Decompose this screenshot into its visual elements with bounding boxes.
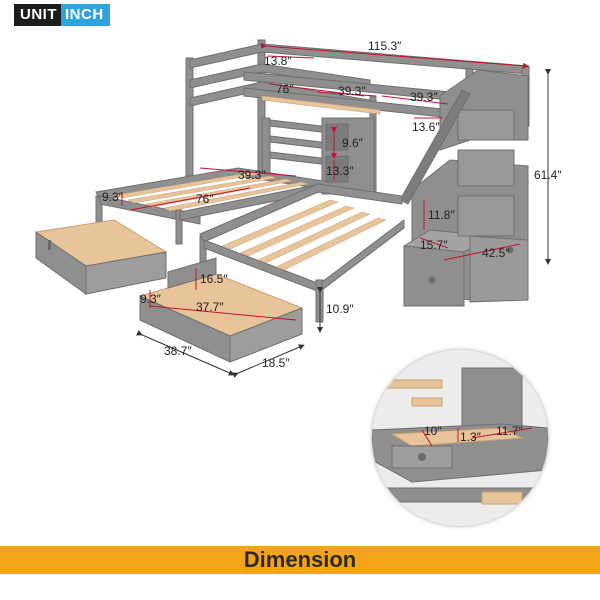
banner-title: Dimension <box>243 547 357 572</box>
drawer-left <box>34 219 168 295</box>
dim-top-rail-width: 13.8″ <box>264 54 292 68</box>
dim-overall-height: 61.4″ <box>534 168 562 182</box>
upper-slats <box>261 95 381 115</box>
dim-drawer-height: 9.3″ <box>140 292 161 306</box>
dim-top-mattress-length: 76″ <box>276 82 294 96</box>
dim-drawer-width: 18.5″ <box>262 356 290 370</box>
dim-shelf-depth: 13.3″ <box>326 164 354 178</box>
stair-bottom-cabinet <box>403 245 465 307</box>
dim-overall-length: 115.3″ <box>368 39 402 53</box>
dim-stair-step-height: 11.8″ <box>428 208 455 222</box>
upper-left-post <box>185 57 194 177</box>
dimension-lines <box>121 42 529 321</box>
bookshelf <box>321 117 375 195</box>
unit-inch-badge: UNIT INCH <box>14 4 110 26</box>
dim-drawer-inner-height: 16.5″ <box>200 272 228 286</box>
inch-label: INCH <box>61 4 110 26</box>
black-dimension-lines <box>136 69 551 378</box>
lower-right-slats <box>221 199 387 271</box>
hidden-drawer-illustration <box>372 350 548 526</box>
lower-left-bed <box>95 167 331 245</box>
dim-bottom-bed-width: 39.3″ <box>238 168 266 182</box>
unit-label: UNIT <box>14 4 61 26</box>
dim-hidden-drawer-width: 11.7″ <box>496 424 523 438</box>
dimension-banner: Dimension <box>0 546 600 574</box>
dim-stair-length: 42.5″ <box>482 246 510 260</box>
dim-drawer-length: 38.7″ <box>164 344 192 358</box>
dim-bottom-mattress-length: 76″ <box>196 192 214 206</box>
dim-hidden-drawer-height: 1.3″ <box>460 430 481 444</box>
dim-shelf-height: 9.6″ <box>342 136 363 150</box>
dim-hidden-drawer-depth: 10″ <box>424 424 442 438</box>
dim-stair-depth-top: 13.6″ <box>412 120 440 134</box>
dim-top-section-a: 39.3″ <box>338 84 366 98</box>
staircase <box>399 69 529 307</box>
hidden-drawer-detail <box>372 350 548 526</box>
dim-top-section-b: 39.3″ <box>410 90 438 104</box>
dim-drawer-inner-length: 37.7″ <box>196 300 224 314</box>
dim-stair-step-depth: 15.7″ <box>420 238 448 252</box>
dim-bed-leg-height: 10.9″ <box>326 302 354 316</box>
dim-bottom-bed-rail-height: 9.3″ <box>102 190 123 204</box>
